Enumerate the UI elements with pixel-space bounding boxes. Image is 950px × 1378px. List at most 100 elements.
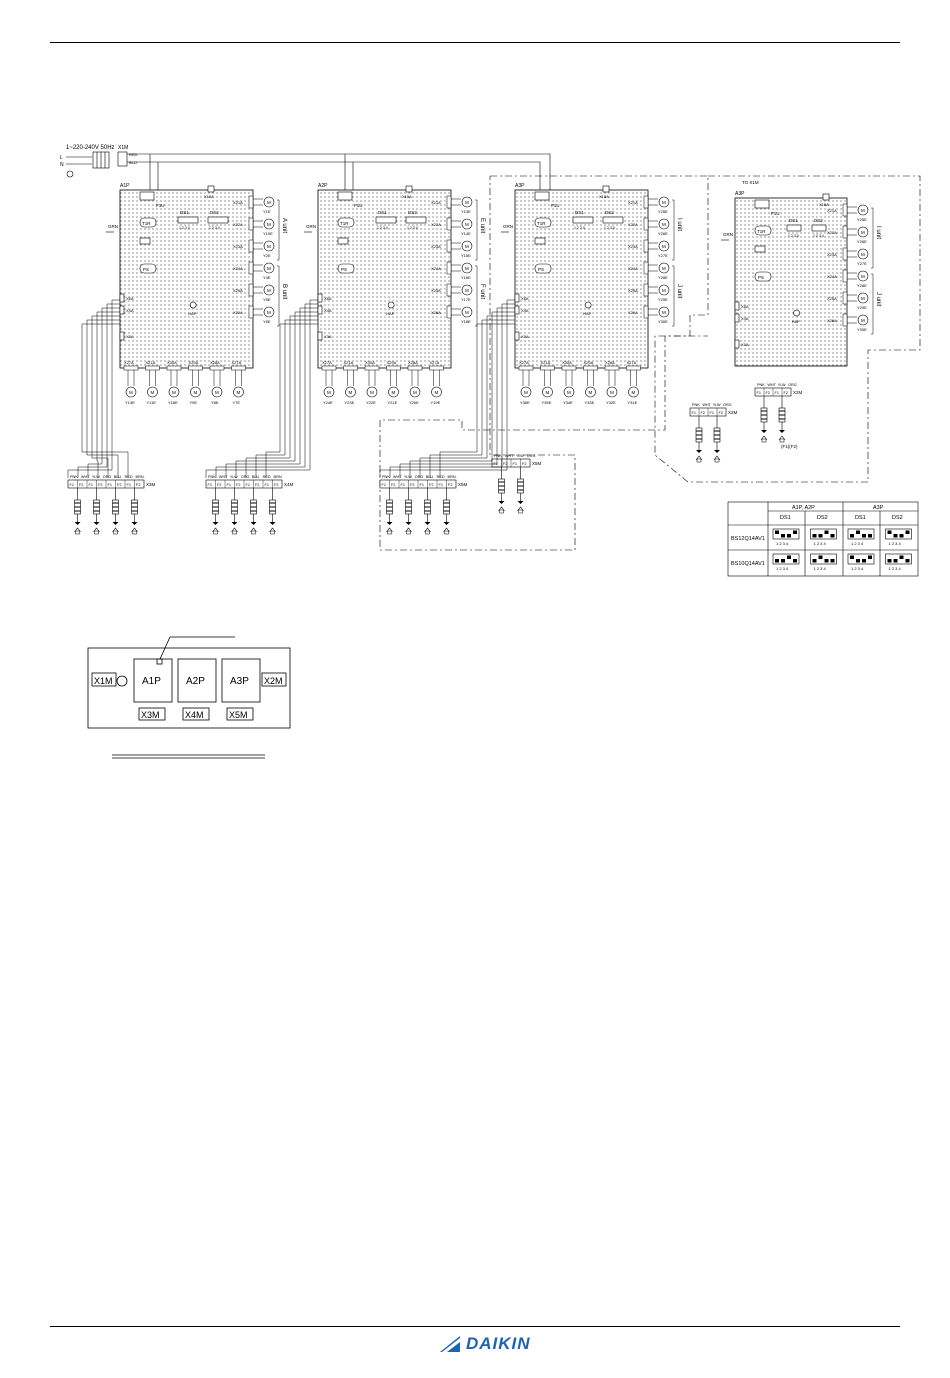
fuse-label: F1U (551, 203, 560, 208)
valve-connector (446, 217, 452, 231)
indoor-unit-base (444, 530, 449, 535)
comm-connector-label: X4A (741, 316, 749, 321)
dip-switch (572, 216, 594, 224)
bottom-connector-label: X28A (605, 360, 615, 365)
valve-connector-label: X24A (431, 266, 441, 271)
option-boundaries (379, 175, 921, 551)
grn-label: GRN (306, 224, 316, 229)
motor-valve-symbol: M (413, 390, 417, 395)
svg-text:N: N (60, 162, 64, 168)
fuse-label: F1U (156, 203, 165, 208)
wire-color-label: BLU (426, 475, 434, 479)
terminal-label: F2 (410, 483, 414, 487)
indoor-unit-icon (713, 455, 721, 461)
dip-switch-lever (899, 555, 904, 559)
fuse-label: F1U (354, 203, 363, 208)
daikin-logo-mark-icon (440, 1336, 460, 1352)
top-rule (50, 42, 900, 43)
ps-label: PS (538, 267, 544, 272)
bottom-connector-label: X30A (562, 360, 572, 365)
layout-x4m: X4M (185, 710, 204, 720)
dip-switch (405, 216, 427, 224)
wire-color-label: YLW (516, 454, 524, 458)
ps-label: PS (341, 267, 347, 272)
dip-row-bs12: BS12Q14AV1 (731, 536, 765, 542)
dip-switch-lever (781, 534, 785, 538)
motor-valve-label: Y16E (461, 275, 471, 280)
wire-color-label: RED (437, 475, 445, 479)
motor-valve-icon (857, 292, 869, 304)
motor-valve-symbol: M (662, 222, 666, 227)
arrow-icon (250, 522, 257, 525)
motor-valve-icon (563, 386, 575, 398)
motor-valve-label: Y27E (857, 261, 867, 266)
valve-connector-label: X24A (628, 266, 638, 271)
comm-connector-label: X6A (324, 296, 332, 301)
motor-valve-icon (857, 248, 869, 260)
power-label: 1~220-240V 50Hz (66, 145, 115, 151)
motor-valve-label: Y29E (658, 297, 668, 302)
valve-connector (842, 269, 848, 283)
motor-valve-symbol: M (194, 390, 198, 395)
unit-label: J unit (676, 284, 682, 299)
wire-color-label: PNK (70, 475, 78, 479)
motor-valve-label: Y26E (658, 231, 668, 236)
terminal-label: F1 (382, 483, 386, 487)
motor-valve-symbol: M (172, 390, 176, 395)
unit-label: F unit (479, 284, 485, 299)
unit-bracket (475, 265, 478, 327)
dip-switch-lever (887, 530, 892, 534)
bottom-connector (209, 365, 225, 371)
valve-connector (643, 195, 649, 209)
motor-valve-icon (461, 196, 473, 208)
valve-connector-label: X24A (233, 266, 243, 271)
terminal-label: F2 (701, 411, 705, 415)
comm-bus-line (235, 311, 318, 478)
comm-bus-line (389, 303, 515, 478)
motor-valve-icon (263, 218, 275, 230)
rectifier-symbol (139, 237, 151, 245)
valve-connector (446, 305, 452, 319)
motor-valve-label: Y19E (431, 400, 441, 405)
comm-bus-line (379, 299, 515, 478)
arrow-icon (761, 430, 767, 433)
wire-color-label: WHT (702, 403, 711, 407)
dip-switch-digits: 1 2 3 4 (889, 566, 902, 571)
wire-color-label: ORG (103, 475, 112, 479)
valve-connector (643, 261, 649, 275)
connector-x15a-label: X15A (819, 202, 829, 207)
wire-color-label: WHT (219, 475, 228, 479)
valve-connector-label: X22A (233, 222, 243, 227)
dip-switch-setting: 1 2 3 4 (847, 528, 875, 546)
terminal-label: F1 (208, 483, 212, 487)
comm-connector-label: X3A (126, 334, 134, 339)
daikin-logo: DAIKIN (440, 1334, 531, 1354)
valve-connector-label: X25A (431, 288, 441, 293)
dip-row-bs10: BS10Q14AV1 (731, 561, 765, 567)
motor-valve-icon (606, 386, 618, 398)
bottom-connector (540, 365, 555, 371)
motor-valve-icon (658, 306, 670, 318)
motor-valve-label: Y13E (125, 400, 135, 405)
dip-switch-lever (899, 534, 904, 538)
dip-switch-setting: 1 2 3 4 (772, 528, 800, 546)
wire-red-label: RED (129, 152, 138, 157)
arrow-icon (443, 522, 450, 525)
dip-switch-lever (868, 534, 872, 538)
motor-valve-label: Y27E (658, 253, 668, 258)
motor-valve-icon (263, 196, 275, 208)
bus-layer (67, 299, 515, 478)
terminal-label: F2 (236, 483, 240, 487)
comm-bus-line (225, 307, 318, 478)
bottom-connector (343, 365, 358, 371)
dip-switch-label: DS1 (789, 218, 798, 223)
motor-valve-icon (125, 386, 137, 398)
valve-connector (248, 195, 254, 209)
dip-switch-digits: 1 2 3 4 (377, 226, 388, 230)
motor-valve-symbol: M (327, 390, 331, 395)
bottom-connector-label: X21A (344, 360, 354, 365)
layout-x2m: X2M (264, 676, 283, 686)
motor-valve-icon (190, 386, 201, 398)
indoor-unit-icon (212, 527, 219, 533)
